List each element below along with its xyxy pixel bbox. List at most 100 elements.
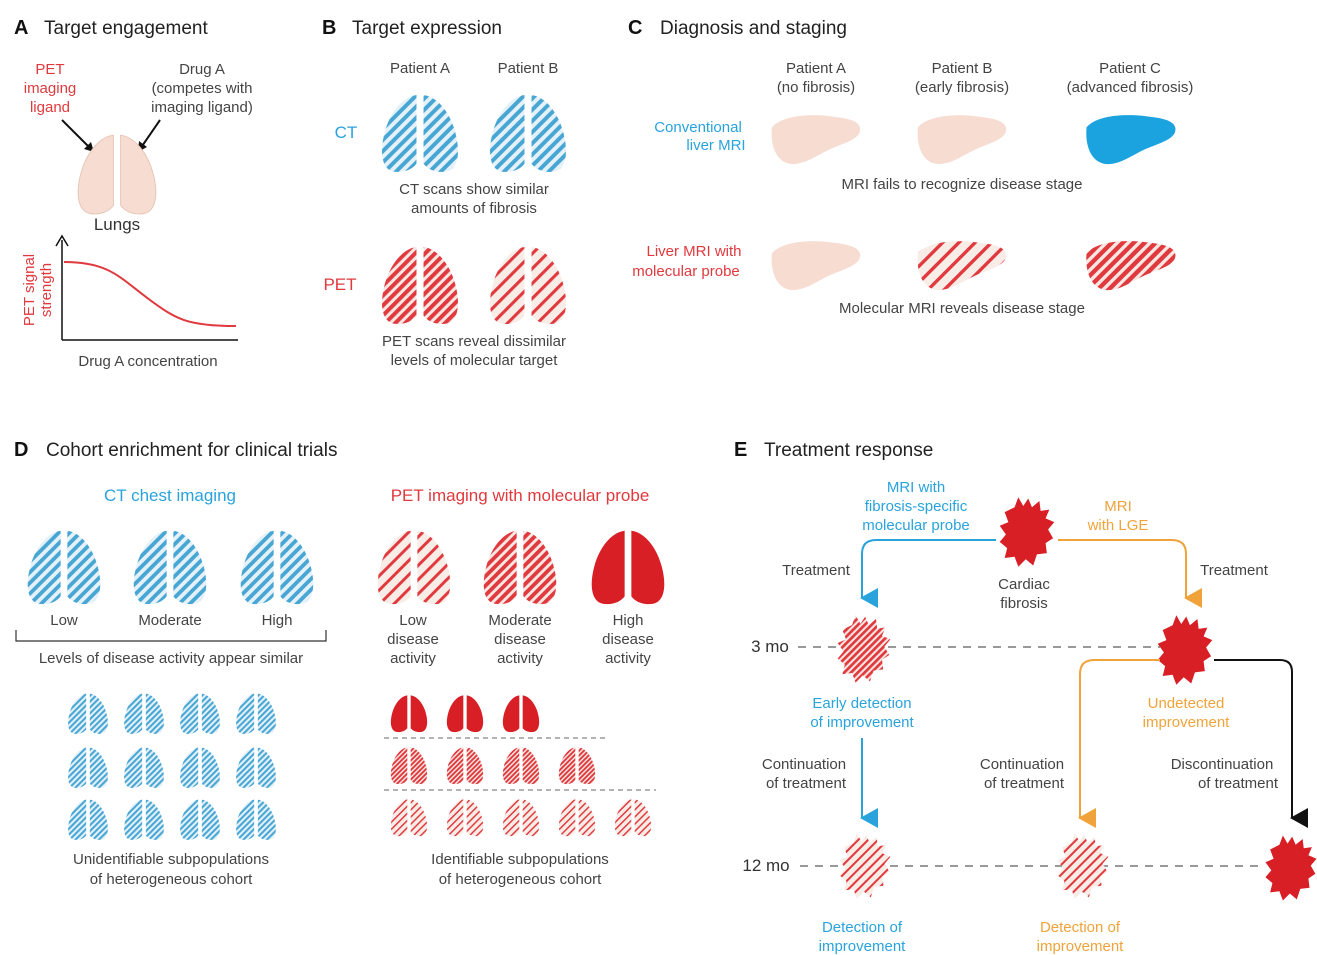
cohort-ct-lung [236, 748, 276, 788]
pet-probe-title: PET imaging with molecular probe [391, 486, 650, 505]
cohort-pet-lung-high [503, 695, 539, 732]
drug-a-line3: imaging ligand) [151, 99, 253, 116]
ct-bracket [16, 630, 326, 641]
treatment-left: Treatment [782, 562, 851, 579]
pet-low-l2: disease [387, 631, 439, 648]
ct-chest-title: CT chest imaging [104, 486, 236, 505]
y-label-line1: PET signal [21, 254, 38, 326]
drug-a-line1: Drug A [179, 61, 225, 78]
c-patient-c-sub: (advanced fibrosis) [1067, 79, 1194, 96]
ct-note: Levels of disease activity appear simila… [39, 650, 303, 667]
panel-b-title: Target expression [352, 18, 502, 39]
heart-icon-12mo-probe [839, 834, 890, 899]
cont-left-line1: Continuation [762, 756, 846, 773]
pet-caption-line2: levels of molecular target [391, 352, 559, 369]
arrow-discontinue [1214, 660, 1292, 818]
c-patient-b-sub: (early fibrosis) [915, 79, 1009, 96]
cohort-ct-lung [68, 800, 108, 840]
heart-icon-3mo-probe [838, 615, 891, 682]
cohort-ct-lung [236, 800, 276, 840]
discont-line1: Discontinuation [1171, 756, 1274, 773]
cohort-pet-lung-moderate [503, 747, 539, 784]
cohort-pet-lung-high [391, 695, 427, 732]
pet-lungs-moderate [484, 531, 557, 604]
patient-b-label: Patient B [498, 60, 559, 77]
detect-orange-line2: improvement [1037, 938, 1125, 955]
pet-ligand-line1: PET [35, 61, 64, 78]
detect-blue-line2: improvement [819, 938, 907, 955]
ct-lungs-high [241, 531, 314, 604]
ct-cohort-grid [68, 694, 276, 840]
cohort-ct-lung [236, 694, 276, 734]
ct-level-low: Low [50, 612, 78, 629]
cont-mid-line2: of treatment [984, 775, 1065, 792]
detect-blue-line1: Detection of [822, 919, 903, 936]
cohort-ct-lung [124, 694, 164, 734]
liver-b-conventional [918, 115, 1007, 164]
panel-b-letter: B [322, 17, 336, 39]
ct-label: CT [335, 123, 358, 142]
cohort-pet-lung-low [559, 799, 595, 836]
undetected-line1: Undetected [1148, 695, 1225, 712]
cont-left-line2: of treatment [766, 775, 847, 792]
ct-lungs-patient-a [382, 95, 458, 172]
pet-high-l2: disease [602, 631, 654, 648]
pet-lungs-patient-a [382, 247, 458, 324]
y-label-line2: strength [38, 263, 55, 317]
pet-label: PET [323, 275, 356, 294]
cohort-pet-lung-low [447, 799, 483, 836]
treatment-right: Treatment [1200, 562, 1269, 579]
mri-probe-line3: molecular probe [862, 517, 970, 534]
arrow-to-probe-branch [862, 540, 996, 598]
ct-level-high: High [262, 612, 293, 629]
c-patient-a-sub: (no fibrosis) [777, 79, 855, 96]
cohort-pet-lung-high [447, 695, 483, 732]
panel-c-title: Diagnosis and staging [660, 18, 847, 39]
ct-lungs-moderate [134, 531, 207, 604]
pet-lungs-low [378, 531, 451, 604]
undetected-line2: improvement [1143, 714, 1231, 731]
arrow-continue-lge [1080, 660, 1160, 818]
early-detection-line2: of improvement [810, 714, 914, 731]
conventional-mri-line2: liver MRI [686, 137, 745, 154]
detect-orange-line1: Detection of [1040, 919, 1121, 936]
pet-high-l1: High [613, 612, 644, 629]
panel-a: A Target engagement PET imaging ligand D… [14, 17, 253, 370]
c-patient-b-name: Patient B [932, 60, 993, 77]
pet-cohort-grid [384, 695, 656, 836]
pet-ligand-line3: ligand [30, 99, 70, 116]
c-patient-c-name: Patient C [1099, 60, 1161, 77]
ct-level-moderate: Moderate [138, 612, 201, 629]
panel-d-title: Cohort enrichment for clinical trials [46, 440, 337, 461]
pet-low-l3: activity [390, 650, 436, 667]
panel-b: B Target expression Patient A Patient B … [322, 17, 566, 369]
cohort-ct-lung [68, 694, 108, 734]
cardiac-line2: fibrosis [1000, 595, 1048, 612]
patient-a-label: Patient A [390, 60, 450, 77]
mri-lge-line2: with LGE [1087, 517, 1149, 534]
pet-low-l1: Low [399, 612, 427, 629]
panel-d-letter: D [14, 439, 28, 461]
pet-mod-l3: activity [497, 650, 543, 667]
cohort-pet-lung-moderate [447, 747, 483, 784]
heart-icon-baseline [1000, 497, 1055, 566]
cohort-ct-lung [180, 748, 220, 788]
cohort-pet-lung-low [503, 799, 539, 836]
dose-response-curve [64, 262, 236, 326]
discont-line2: of treatment [1198, 775, 1279, 792]
liver-a-conventional [772, 115, 861, 164]
pet-ligand-line2: imaging [24, 80, 77, 97]
liver-b-molecular [918, 241, 1007, 290]
liver-a-molecular [772, 241, 861, 290]
ct-caption-line1: CT scans show similar [399, 181, 549, 198]
mri-lge-line1: MRI [1104, 498, 1132, 515]
cohort-ct-lung [124, 748, 164, 788]
ct-cohort-caption-1: Unidentifiable subpopulations [73, 851, 269, 868]
pet-cohort-caption-1: Identifiable subpopulations [431, 851, 609, 868]
cont-mid-line1: Continuation [980, 756, 1064, 773]
panel-d: D Cohort enrichment for clinical trials … [14, 439, 664, 888]
drug-a-line2: (competes with [152, 80, 253, 97]
heart-icon-3mo-lge [1158, 615, 1213, 684]
pet-cohort-caption-2: of heterogeneous cohort [439, 871, 602, 888]
